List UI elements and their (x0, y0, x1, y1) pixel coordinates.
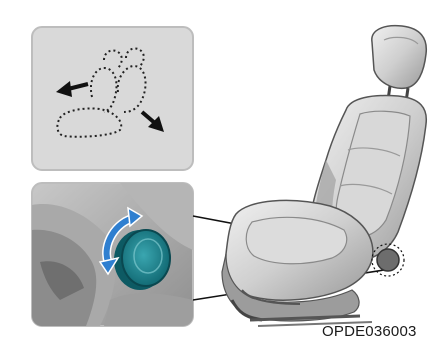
headrest (372, 26, 426, 89)
inset-panel (32, 27, 193, 170)
knob-inset (32, 183, 193, 326)
movement-inset (32, 27, 193, 170)
car-seat (222, 26, 426, 326)
figure-code: OPDE036003 (322, 323, 417, 340)
